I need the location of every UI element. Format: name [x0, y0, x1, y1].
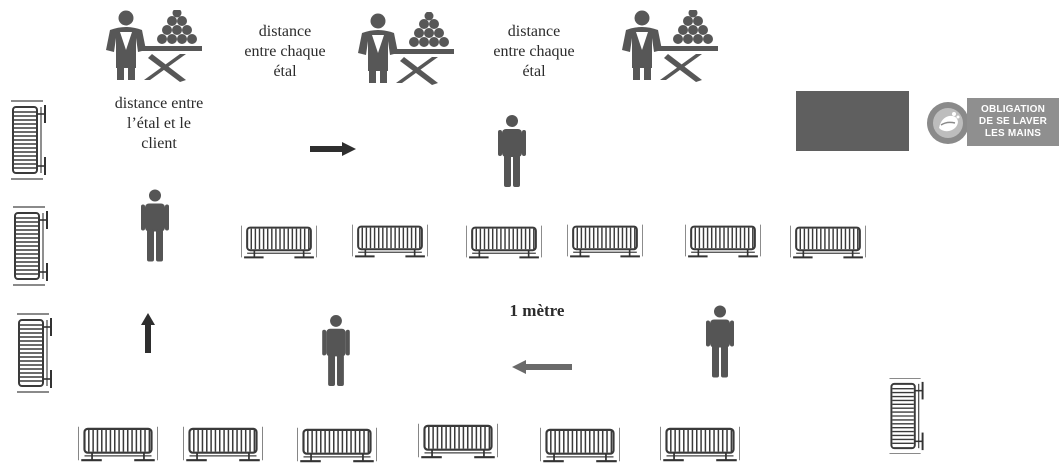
barrier-horizontal-icon-row2-4	[418, 420, 498, 462]
barrier-horizontal-icon-row1-3	[466, 222, 542, 262]
barrier-horizontal-icon-row1-4	[567, 221, 643, 261]
person-icon-1	[498, 113, 526, 189]
barrier-horizontal-icon-row2-2	[183, 423, 263, 465]
barrier-horizontal-icon-row1-6	[790, 222, 866, 262]
arrow-left-icon	[512, 360, 572, 374]
label-distance-between-stalls-1: distance entre chaque étal	[244, 23, 326, 80]
vendor-stall-icon-2	[352, 12, 462, 86]
barrier-vertical-icon-4	[887, 378, 927, 454]
vendor-stall-icon-1	[100, 10, 210, 82]
barrier-horizontal-icon-row2-3	[297, 424, 377, 466]
person-icon-2	[141, 189, 169, 262]
barrier-horizontal-icon-row1-5	[685, 221, 761, 261]
barrier-vertical-icon-1	[9, 100, 49, 180]
label-distance-stall-client: distance entre l’étal et le client	[114, 95, 204, 152]
barrier-horizontal-icon-row2-1	[78, 423, 158, 465]
hand-washing-icon	[927, 102, 969, 144]
label-one-meter: 1 mètre	[509, 301, 565, 320]
barrier-horizontal-icon-row2-6	[660, 423, 740, 465]
hand-washing-sign: OBLIGATION DE SE LAVER LES MAINS	[927, 98, 1059, 148]
barrier-horizontal-icon-row1-2	[352, 221, 428, 261]
dark-panel	[796, 91, 909, 151]
barrier-horizontal-icon-row2-5	[540, 424, 620, 466]
person-icon-3	[322, 315, 350, 386]
barrier-horizontal-icon-row1-1	[241, 222, 317, 262]
arrow-up-icon	[141, 313, 155, 353]
hand-washing-sign-text: OBLIGATION DE SE LAVER LES MAINS	[967, 98, 1059, 146]
label-distance-between-stalls-2: distance entre chaque étal	[493, 23, 575, 80]
barrier-vertical-icon-2	[11, 206, 51, 286]
person-icon-4	[706, 305, 734, 378]
arrow-right-icon	[310, 142, 356, 156]
barrier-vertical-icon-3	[15, 312, 55, 394]
vendor-stall-icon-3	[616, 10, 726, 82]
